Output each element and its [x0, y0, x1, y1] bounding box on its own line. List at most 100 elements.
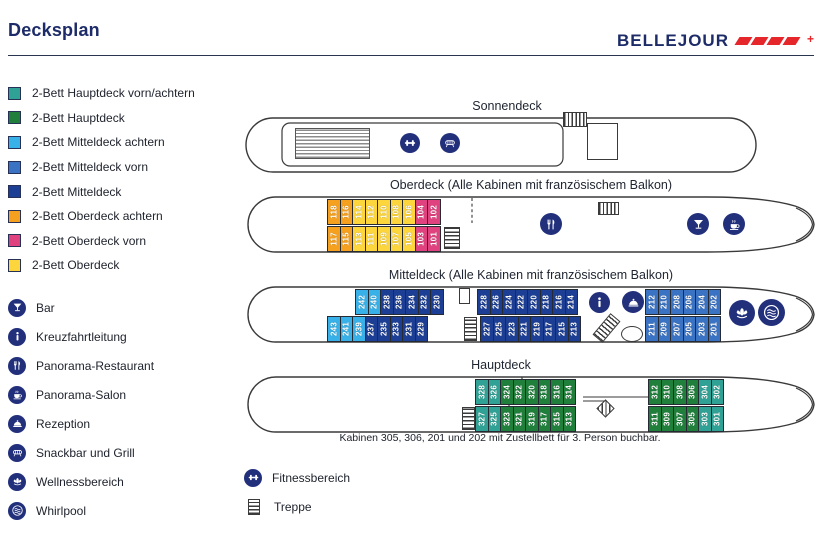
stairs-icon [464, 317, 477, 341]
cabin-316: 316 [550, 379, 564, 405]
whirlpool-icon [758, 299, 785, 326]
reception-icon [12, 420, 22, 427]
cabin-color-swatch [8, 160, 21, 174]
info-icon [598, 297, 601, 308]
cabin-204: 204 [695, 289, 709, 315]
cabin-304: 304 [698, 379, 712, 405]
mitteldeck-title: Mitteldeck (Alle Kabinen mit französisch… [388, 268, 674, 282]
whirlpool-icon [11, 505, 23, 516]
legend-facility: Rezeption [8, 409, 154, 438]
cabin-318: 318 [537, 379, 551, 405]
legend-facility: Fitnessbereich [244, 463, 350, 492]
legend-facility: Panorama-Restaurant [8, 351, 154, 380]
restaurant-icon [546, 219, 554, 229]
cabin-105: 105 [402, 226, 416, 252]
wellness-icon [729, 300, 755, 326]
cabin-226: 226 [489, 289, 503, 315]
mitteldeck-door [459, 288, 470, 304]
reception-icon [628, 298, 638, 306]
cabin-307: 307 [673, 406, 687, 432]
legend-label: 2-Bett Oberdeck achtern [32, 209, 163, 224]
cabin-313: 313 [562, 406, 576, 432]
legend-label: Bar [36, 300, 55, 315]
cabin-201: 201 [707, 316, 721, 342]
cabin-116: 116 [339, 199, 353, 225]
cabin-325: 325 [487, 406, 501, 432]
legend-label: 2-Bett Mitteldeck achtern [32, 135, 165, 150]
bar-icon [8, 298, 26, 317]
bar-icon [693, 219, 703, 229]
cabin-231: 231 [402, 316, 416, 342]
legend-facility: Treppe [244, 492, 350, 521]
legend-facility: Whirlpool [8, 496, 154, 525]
cabin-206: 206 [682, 289, 696, 315]
cabin-220: 220 [527, 289, 541, 315]
cabin-color-swatch [8, 234, 21, 248]
cabin-114: 114 [352, 199, 366, 225]
cabin-111: 111 [364, 226, 378, 252]
sun-lounger-area [295, 128, 370, 159]
brand-flags-icon [734, 37, 801, 45]
wellness-icon [13, 478, 21, 486]
cabin-306: 306 [685, 379, 699, 405]
cabin-215: 215 [555, 316, 569, 342]
cabin-type-legend: 2-Bett Hauptdeck vorn/achtern 2-Bett Haup… [8, 81, 195, 278]
cabin-219: 219 [530, 316, 544, 342]
hauptdeck-title: Hauptdeck [471, 358, 531, 372]
legend-cabin-type: 2-Bett Oberdeck vorn [8, 229, 195, 254]
cabin-color-swatch [8, 258, 21, 272]
legend-label: 2-Bett Hauptdeck vorn/achtern [32, 86, 195, 101]
legend-label: Snackbar und Grill [36, 445, 135, 460]
cabin-color-swatch [8, 86, 21, 100]
cabin-115: 115 [339, 226, 353, 252]
cabin-319: 319 [525, 406, 539, 432]
legend-cabin-type: 2-Bett Oberdeck achtern [8, 204, 195, 229]
legend-label: 2-Bett Hauptdeck [32, 110, 125, 125]
cabin-310: 310 [660, 379, 674, 405]
cabin-309: 309 [660, 406, 674, 432]
cabin-203: 203 [695, 316, 709, 342]
cabin-324: 324 [500, 379, 514, 405]
cabin-209: 209 [657, 316, 671, 342]
salon-icon [8, 385, 26, 404]
cabin-237: 237 [364, 316, 378, 342]
cabin-213: 213 [567, 316, 581, 342]
cabin-302: 302 [710, 379, 724, 405]
cabin-243: 243 [327, 316, 341, 342]
cabin-221: 221 [517, 316, 531, 342]
cabin-240: 240 [367, 289, 381, 315]
cabin-327: 327 [475, 406, 489, 432]
legend-label: Treppe [274, 499, 312, 514]
cabin-211: 211 [645, 316, 659, 342]
cabin-223: 223 [505, 316, 519, 342]
legend-label: Wellnessbereich [36, 474, 124, 489]
cabin-239: 239 [352, 316, 366, 342]
restaurant-icon [13, 361, 20, 370]
brand-name: BELLEJOUR [617, 31, 729, 50]
cabin-color-swatch [8, 185, 21, 199]
cabin-202: 202 [707, 289, 721, 315]
legend-label: Fitnessbereich [272, 470, 351, 485]
legend-cabin-type: 2-Bett Mitteldeck [8, 179, 195, 204]
legend-facility: Bar [8, 293, 154, 322]
restaurant-icon [540, 213, 562, 235]
salon-icon [13, 390, 22, 400]
info-icon [15, 332, 19, 341]
wellness-icon [8, 472, 26, 491]
cabin-308: 308 [673, 379, 687, 405]
cabin-117: 117 [327, 226, 341, 252]
sonnendeck-title: Sonnendeck [472, 99, 542, 113]
cabin-322: 322 [512, 379, 526, 405]
cabin-320: 320 [525, 379, 539, 405]
legend-label: Panorama-Restaurant [36, 358, 155, 373]
deckplan-footnote: Kabinen 305, 306, 201 und 202 mit Zustel… [339, 432, 661, 444]
legend-cabin-type: 2-Bett Mitteldeck achtern [8, 130, 195, 155]
cabin-227: 227 [480, 316, 494, 342]
